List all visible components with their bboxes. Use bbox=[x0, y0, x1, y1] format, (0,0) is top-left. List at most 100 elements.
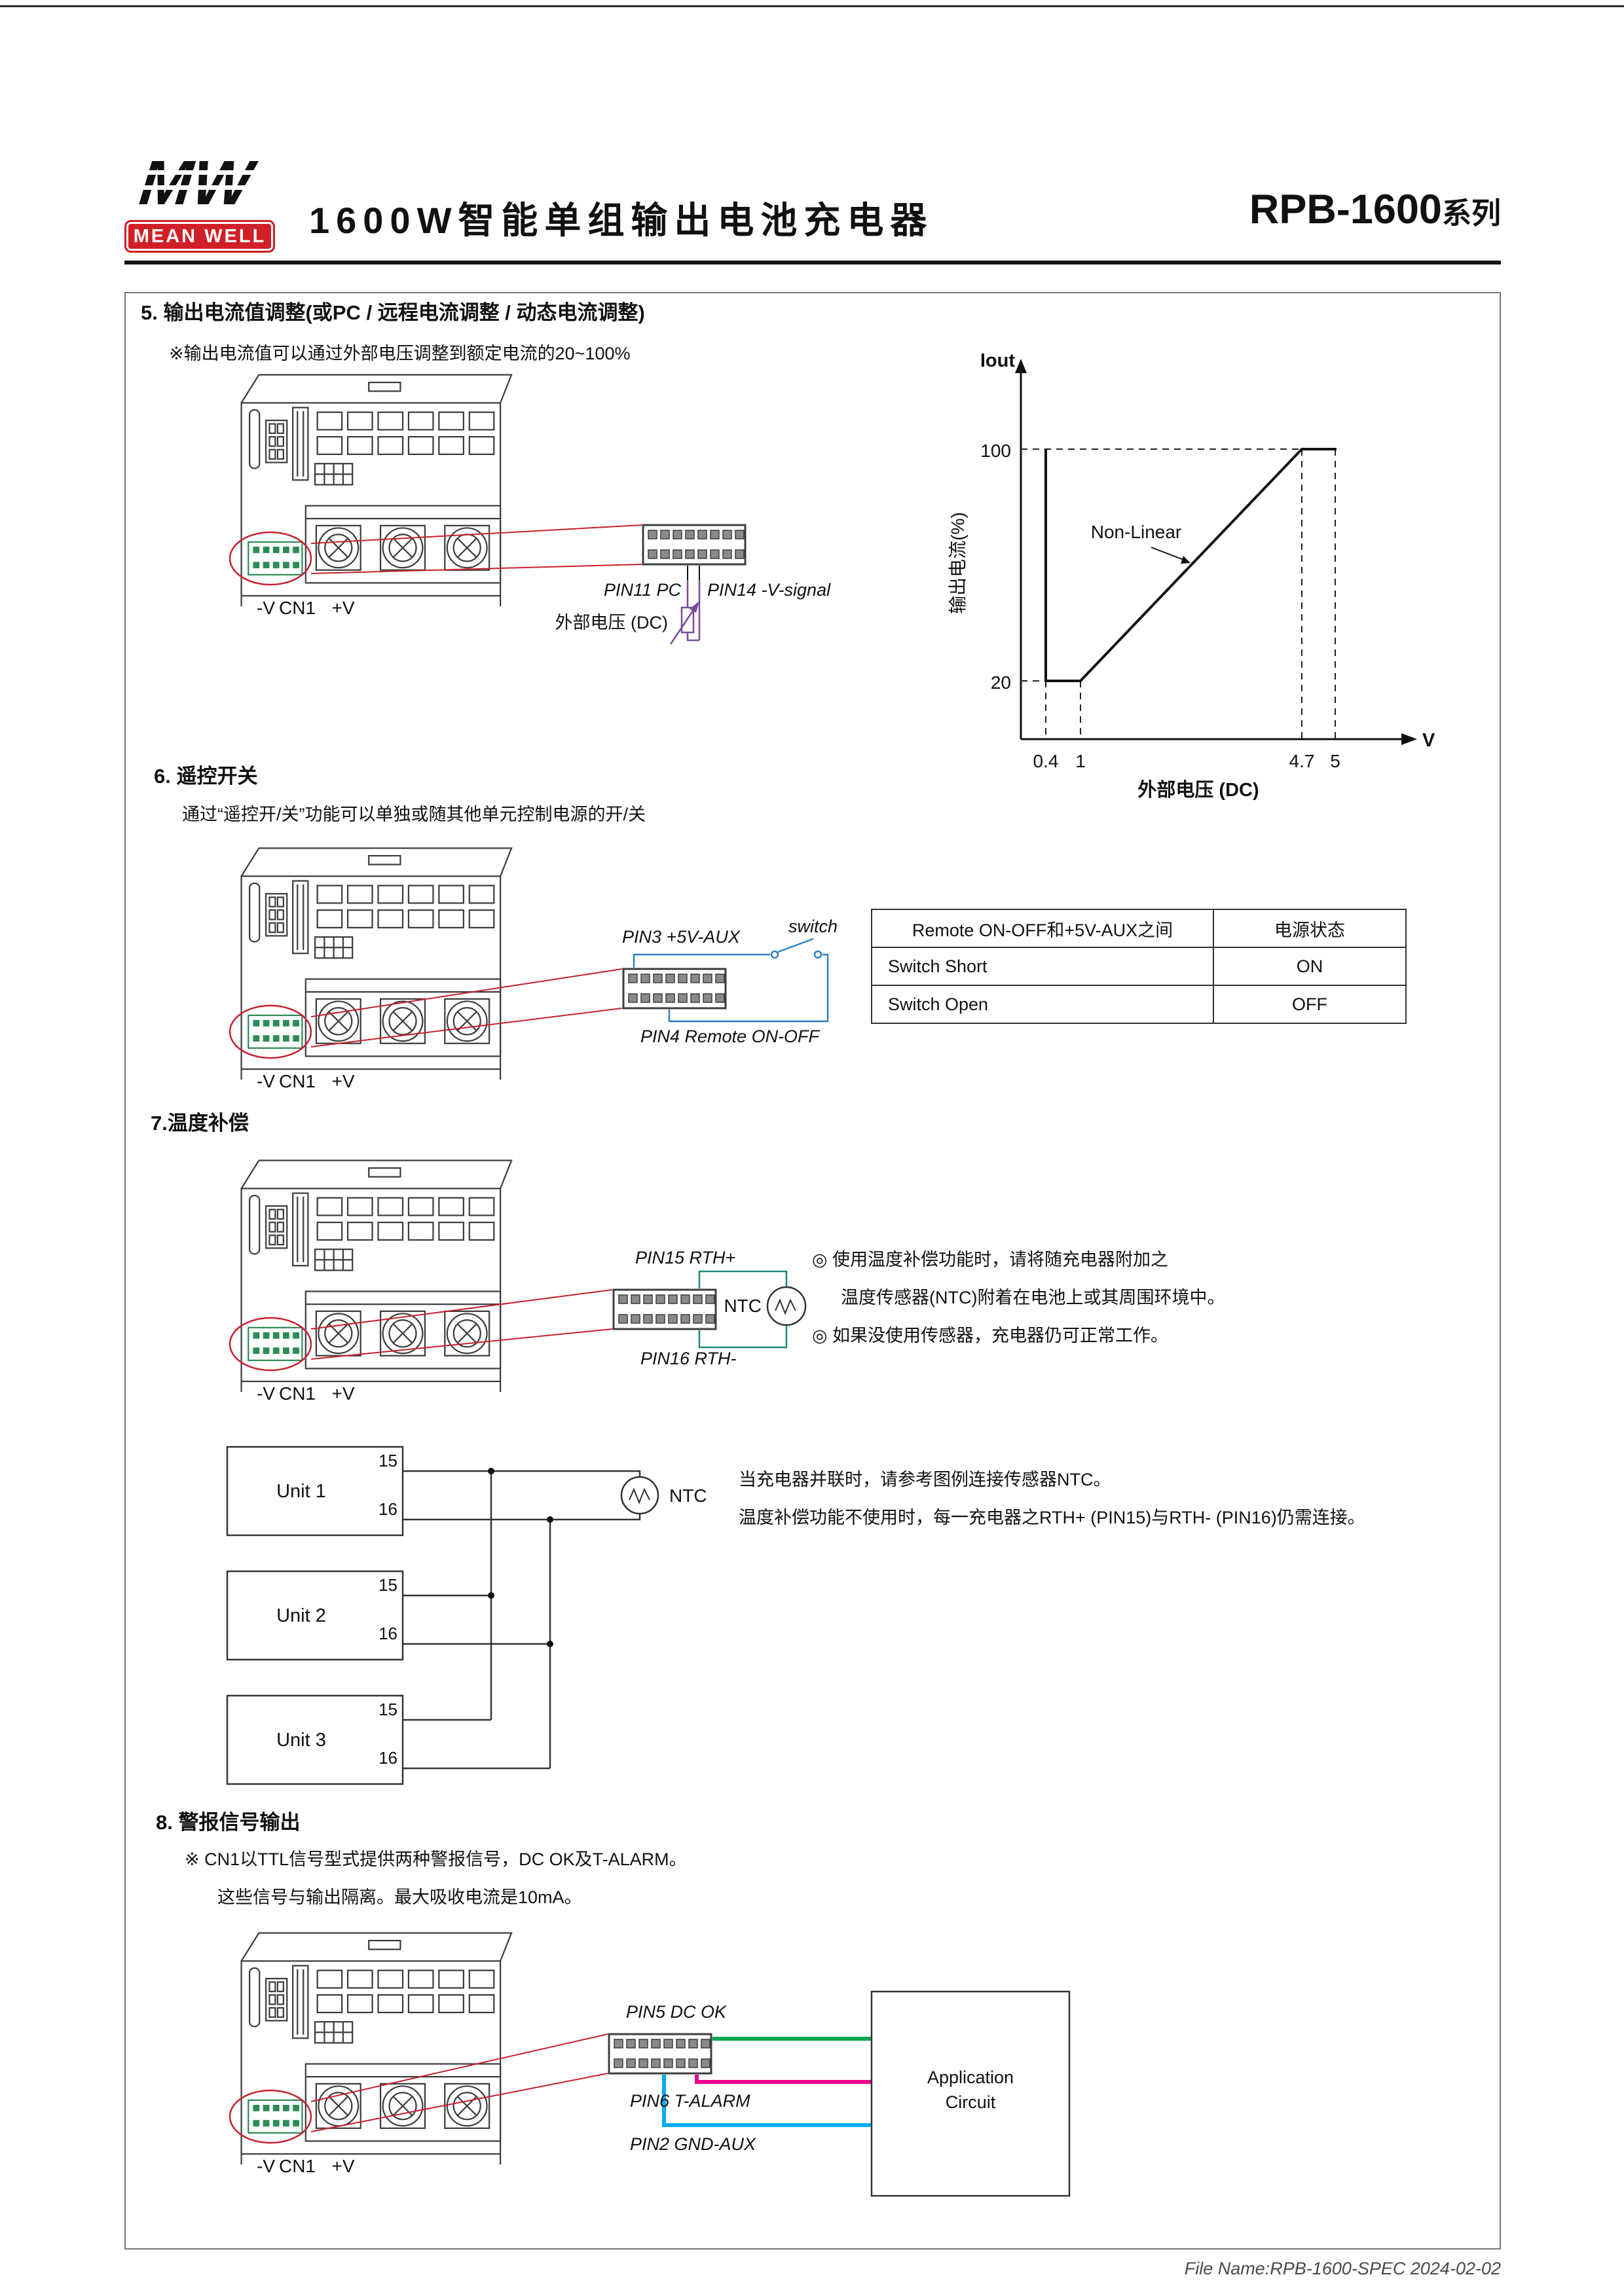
pin5-label: PIN5 DC OK bbox=[626, 2002, 727, 2022]
pin16-label: PIN16 RTH- bbox=[640, 1349, 737, 1368]
chart-curve bbox=[1044, 448, 1337, 682]
non-linear-annotation: Non-Linear bbox=[1091, 522, 1182, 542]
section6-heading: 6. 遥控开关 bbox=[154, 765, 258, 788]
xtick-4.7: 4.7 bbox=[1289, 751, 1315, 771]
file-name-note: File Name:RPB-1600-SPEC 2024-02-02 bbox=[1184, 2259, 1501, 2278]
section8-note-2: 这些信号与输出隔离。最大吸收电流是10mA。 bbox=[217, 1887, 582, 1907]
section5-diagram: -V CN1 +V PIN11 PC PIN14 -V-signal 外部电压 … bbox=[229, 350, 1435, 801]
table-cell: Switch Short bbox=[871, 947, 1214, 986]
thermistor-zigzag bbox=[775, 1298, 796, 1315]
ytick-20: 20 bbox=[991, 672, 1011, 693]
section6-diagram: -V CN1 +V PIN3 +5V-AUX switch PIN4 Remot… bbox=[229, 847, 838, 1091]
cn1-label: CN1 bbox=[279, 1071, 316, 1091]
ntc-label: NTC bbox=[669, 1485, 707, 1506]
series-title: RPB-1600系列 bbox=[1249, 186, 1501, 233]
psu-rear-drawing bbox=[240, 847, 513, 1081]
logo-stripe bbox=[124, 170, 275, 175]
gnd-aux-signal-line bbox=[662, 2075, 872, 2127]
t-alarm-signal-line bbox=[695, 2075, 872, 2084]
table-cell: ON bbox=[1213, 947, 1407, 986]
external-voltage-circuit bbox=[669, 580, 701, 645]
table-cell: OFF bbox=[1213, 985, 1407, 1024]
pin14-label: PIN14 -V-signal bbox=[707, 580, 831, 600]
chart-dashed-guides bbox=[1021, 448, 1336, 739]
cn1-pin-connector bbox=[608, 2033, 712, 2075]
v-label: V bbox=[1422, 730, 1435, 751]
wire-junction-dots bbox=[488, 1468, 553, 1647]
chart-y-axis-label: 输出电流(%) bbox=[948, 512, 968, 614]
mean-well-wordmark: MEAN WELL bbox=[124, 220, 275, 253]
cn1-pin-connector bbox=[612, 1288, 717, 1330]
mw-logo-icon: MW bbox=[124, 148, 275, 218]
table-header-condition: Remote ON-OFF和+5V-AUX之间 bbox=[871, 909, 1214, 948]
unit2-pin15: 15 bbox=[378, 1575, 397, 1595]
parallel-units-diagram: Unit 1 Unit 2 Unit 3 15 16 15 16 15 16 bbox=[226, 1446, 707, 1785]
series-suffix: 系列 bbox=[1441, 196, 1501, 230]
remote-onoff-table: Remote ON-OFF和+5V-AUX之间 电源状态 Switch Shor… bbox=[871, 909, 1407, 1024]
table-header-status: 电源状态 bbox=[1213, 909, 1407, 948]
ytick-100: 100 bbox=[980, 441, 1011, 461]
application-circuit-line1: Application bbox=[927, 2068, 1014, 2087]
mean-well-text: MEAN WELL bbox=[133, 225, 267, 247]
ntc-thermistor-symbol bbox=[620, 1476, 659, 1515]
series-name: RPB-1600 bbox=[1249, 187, 1442, 232]
section8-note-1: ※ CN1以TTL信号型式提供两种警报信号，DC OK及T-ALARM。 bbox=[185, 1850, 687, 1869]
section5-heading: 5. 输出电流值调整(或PC / 远程电流调整 / 动态电流调整) bbox=[141, 301, 645, 324]
header-rule bbox=[124, 261, 1501, 264]
cn1-label: CN1 bbox=[279, 1383, 316, 1404]
ntc-label: NTC bbox=[724, 1296, 762, 1316]
pin15-label: PIN15 RTH+ bbox=[635, 1248, 735, 1267]
remote-switch-circuit bbox=[633, 938, 829, 1023]
pin3-label: PIN3 +5V-AUX bbox=[622, 927, 741, 947]
section6-note: 通过“遥控开/关”功能可以单独或随其他单元控制电源的开/关 bbox=[182, 805, 646, 824]
xtick-1: 1 bbox=[1075, 751, 1086, 771]
page-title: 1600W智能单组输出电池充电器 bbox=[309, 200, 934, 241]
page-top-edge bbox=[0, 5, 1624, 7]
unit3-pin16: 16 bbox=[378, 1748, 397, 1768]
thermistor-zigzag bbox=[629, 1487, 650, 1504]
neg-terminal-label: -V bbox=[257, 1071, 275, 1091]
cn1-magnifier-annotation bbox=[229, 2033, 608, 2144]
chart-axes bbox=[1020, 368, 1407, 740]
application-circuit-line2: Circuit bbox=[946, 2092, 996, 2112]
cn1-label: CN1 bbox=[279, 598, 316, 618]
unit3-label: Unit 3 bbox=[276, 1730, 326, 1751]
table-row: Remote ON-OFF和+5V-AUX之间 电源状态 bbox=[871, 909, 1407, 948]
logo-stripe bbox=[124, 185, 275, 190]
application-circuit-box bbox=[870, 1990, 1071, 2197]
section7-heading: 7.温度补偿 bbox=[151, 1112, 249, 1135]
pos-terminal-label: +V bbox=[331, 1071, 354, 1091]
pos-terminal-label: +V bbox=[331, 2156, 354, 2176]
ntc-wiring bbox=[698, 1270, 788, 1349]
unit3-pin15: 15 bbox=[378, 1700, 397, 1719]
annotation-arrow-head bbox=[1181, 556, 1190, 564]
chart-x-axis-label: 外部电压 (DC) bbox=[1137, 778, 1259, 801]
pin6-label: PIN6 T-ALARM bbox=[630, 2091, 750, 2111]
section5-note: ※输出电流值可以通过外部电压调整到额定电流的20~100% bbox=[169, 344, 631, 363]
annotation-arrow-line bbox=[1151, 547, 1186, 561]
neg-terminal-label: -V bbox=[257, 598, 275, 618]
pin-leader-ticks bbox=[687, 566, 700, 580]
external-voltage-label: 外部电压 (DC) bbox=[555, 613, 668, 632]
unit2-pin16: 16 bbox=[378, 1624, 397, 1643]
unit1-label: Unit 1 bbox=[276, 1481, 326, 1502]
xtick-5: 5 bbox=[1330, 751, 1340, 771]
ntc-thermistor-symbol bbox=[766, 1286, 807, 1326]
unit2-label: Unit 2 bbox=[276, 1605, 326, 1626]
cn1-magnifier-annotation bbox=[229, 524, 642, 586]
section7-parallel-note-1: 当充电器并联时，请参考图例连接传感器NTC。 bbox=[739, 1470, 1111, 1489]
neg-terminal-label: -V bbox=[257, 2156, 275, 2176]
content-border bbox=[124, 292, 1501, 2250]
xtick-0.4: 0.4 bbox=[1033, 751, 1059, 771]
table-row: Switch Short ON bbox=[871, 947, 1407, 986]
section7-parallel-note-2: 温度补偿功能不使用时，每一充电器之RTH+ (PIN15)与RTH- (PIN1… bbox=[739, 1508, 1365, 1527]
table-cell: Switch Open bbox=[871, 985, 1214, 1024]
pos-terminal-label: +V bbox=[331, 1383, 354, 1404]
potentiometer-arrow bbox=[690, 601, 699, 613]
unit-boxes bbox=[226, 1446, 404, 1785]
y-axis-arrow bbox=[1015, 359, 1027, 373]
cn1-magnifier-annotation bbox=[229, 968, 623, 1059]
unit1-pin16: 16 bbox=[378, 1499, 397, 1519]
section7-bullet-1: ◎ 使用温度补偿功能时，请将随充电器附加之 bbox=[812, 1250, 1169, 1269]
